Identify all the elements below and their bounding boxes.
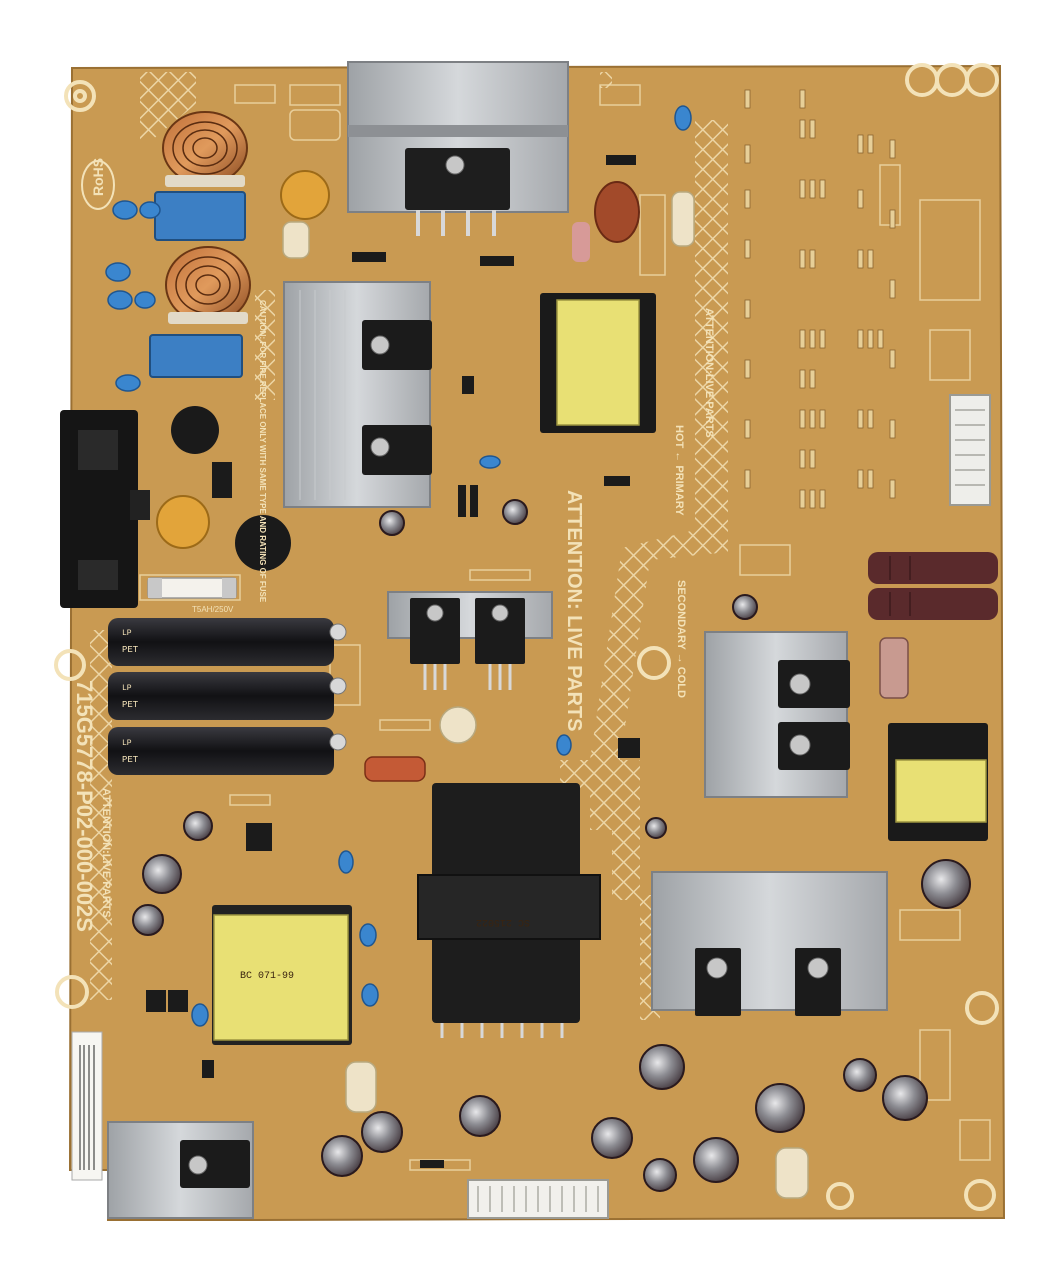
snubber-resistor [879, 637, 909, 699]
capacitor-brand-3: LP [122, 739, 132, 748]
output-transformer [888, 723, 988, 841]
black-chokes [171, 406, 291, 571]
hot-primary-label: HOT ← PRIMARY [673, 425, 685, 516]
rohs-logo: RoHS [90, 158, 106, 196]
capacitor-series-2: PET [122, 700, 139, 710]
mid-heatsink [387, 591, 553, 690]
bottom-left-heatsink [107, 1121, 254, 1219]
white-connector-right [949, 394, 991, 506]
silkscreen-labels: RoHS 715G5778-P02-000-002S ATTENTION: LI… [72, 158, 715, 982]
attention-live-parts-main: ATTENTION: LIVE PARTS [563, 490, 585, 731]
mounting-holes [54, 63, 999, 1211]
flyback-transformer-1 [540, 293, 656, 433]
caution-label: CAUTION: FOR FIRE REPLACE ONLY WITH SAME… [258, 300, 267, 603]
big-transformer-marking: SC 215022 [476, 916, 530, 927]
secondary-heatsink-lower [651, 871, 888, 1016]
bottom-connector [467, 1179, 609, 1219]
part-number-label: 715G5778-P02-000-002S [72, 680, 97, 932]
barcode-sticker [71, 1031, 103, 1181]
fuse-rating-label: T5AH/250V [192, 605, 234, 614]
secondary-cold-label: SECONDARY → COLD [675, 580, 687, 698]
standby-transformer [212, 905, 352, 1045]
output-capacitors-top [868, 552, 998, 620]
common-mode-choke-1 [162, 111, 248, 187]
y-capacitors [105, 105, 692, 1027]
mains-input-connector [60, 410, 150, 608]
capacitor-series-1: PET [122, 645, 139, 655]
secondary-heatsink-upper [704, 631, 850, 798]
x-capacitors [149, 191, 246, 378]
glass-fuse [147, 577, 237, 599]
safety-capacitor-red [572, 181, 640, 262]
main-transformer [417, 783, 601, 1038]
top-heatsink [347, 61, 569, 236]
capacitor-brand-1: LP [122, 629, 132, 638]
smd-resistor-array [744, 89, 896, 509]
varistor-discs [156, 170, 330, 549]
red-film-capacitor [364, 756, 426, 782]
attention-live-parts-left: ATTENTION:LIVE PARTS [100, 788, 112, 918]
bulk-capacitors [108, 618, 347, 775]
common-mode-choke-2 [165, 246, 251, 324]
isolation-hatch [90, 72, 728, 1020]
attention-live-parts-top: ATTENTION:LIVE PARTS [703, 308, 715, 438]
small-transformer-marking: BC 071-99 [240, 971, 294, 982]
pfc-heatsink [283, 281, 432, 508]
nylon-standoffs [282, 191, 809, 1199]
capacitor-series-3: PET [122, 755, 139, 765]
capacitor-brand-2: LP [122, 684, 132, 693]
radial-capacitors [132, 499, 971, 1192]
small-ics [146, 155, 640, 1168]
